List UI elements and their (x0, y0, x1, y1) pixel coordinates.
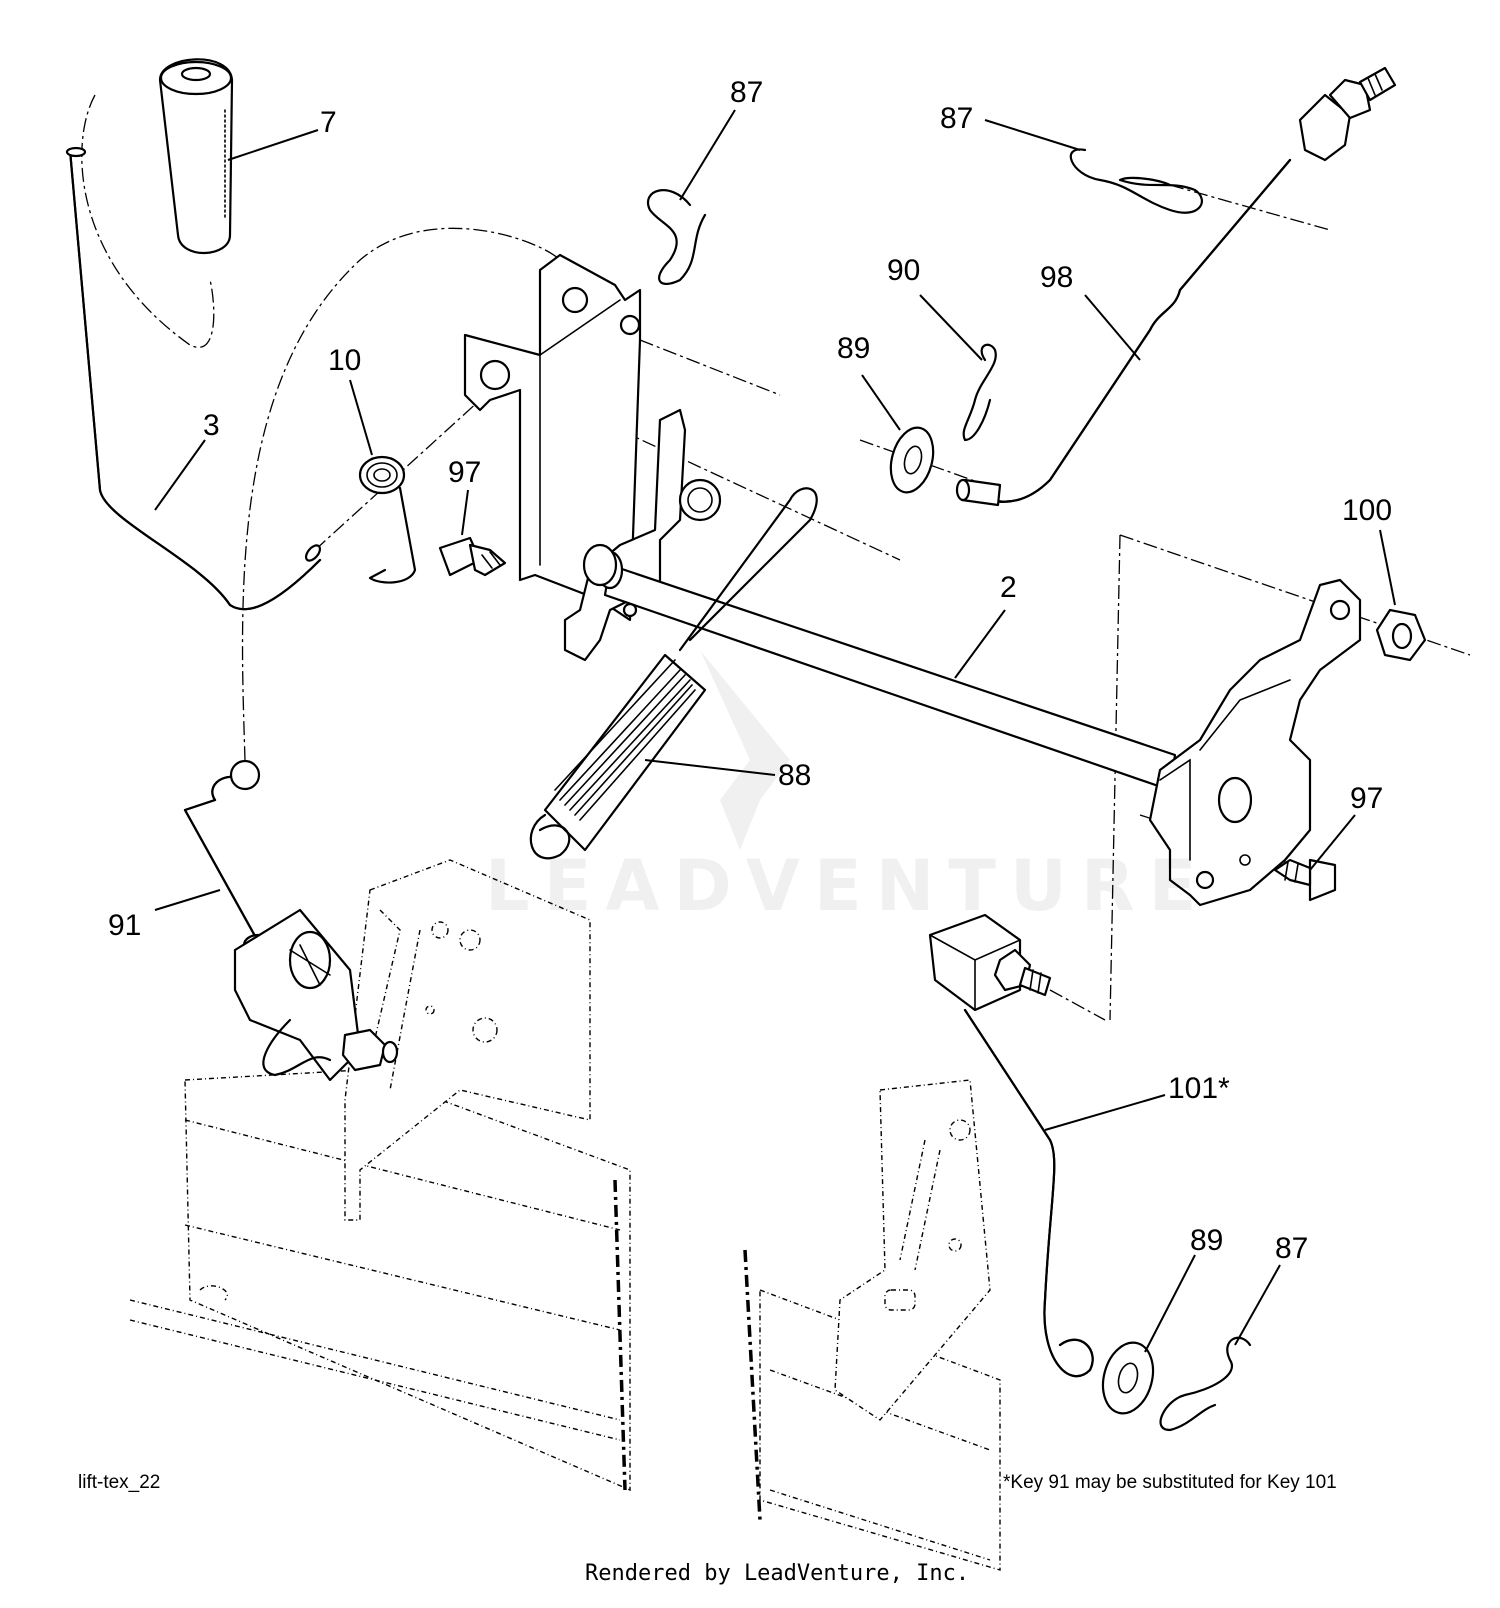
bolt-97-right (1273, 858, 1337, 902)
callout-100: 100 (1342, 494, 1392, 527)
right-lift-arm (1148, 578, 1362, 907)
clip-87-top-right (1069, 148, 1203, 214)
clip-87-bottom (1159, 1336, 1252, 1432)
clip-87-top-center (647, 189, 707, 285)
callout-2: 2 (1000, 571, 1017, 604)
washer-89-top (889, 426, 935, 494)
watermark-logo: LEADVENTURE (485, 650, 1211, 927)
rendered-by: Rendered by LeadVenture, Inc. (585, 1561, 969, 1586)
nut-100 (1375, 608, 1427, 662)
callout-89-bottom: 89 (1190, 1224, 1223, 1257)
callout-97-left: 97 (448, 456, 481, 489)
lift-lever-3 (65, 146, 322, 611)
bolt-97-left (438, 536, 507, 577)
watermark-text: LEADVENTURE (485, 845, 1211, 927)
clip-90 (962, 343, 997, 442)
right-deck-bracket (834, 1079, 991, 1421)
callout-90: 90 (887, 254, 920, 287)
main-bracket (463, 253, 642, 622)
torsion-spring-10 (358, 455, 417, 584)
extension-spring-88 (529, 487, 818, 860)
assembly-path-lever-arc (241, 227, 561, 761)
assembly-path-bracket (639, 339, 781, 396)
callout-101: 101* (1168, 1072, 1230, 1105)
left-deck-ghost (129, 1069, 631, 1492)
rod-98 (955, 66, 1397, 507)
callout-98: 98 (1040, 261, 1073, 294)
callout-3: 3 (203, 409, 220, 442)
callout-89-top: 89 (837, 332, 870, 365)
left-deck-bracket (344, 859, 591, 1221)
washer-89-bottom (1101, 1341, 1155, 1415)
assembly-path-lever (81, 94, 215, 348)
link-101 (928, 913, 1094, 1378)
callout-88: 88 (778, 759, 811, 792)
link-91 (183, 759, 399, 1082)
figure-code: lift-tex_22 (78, 1472, 160, 1493)
callout-87-bottom: 87 (1275, 1232, 1308, 1265)
callout-10: 10 (328, 344, 361, 377)
callout-87-top-right: 87 (940, 102, 973, 135)
grip-7 (158, 58, 234, 255)
callout-91: 91 (108, 909, 141, 942)
callout-97-right: 97 (1350, 782, 1383, 815)
callout-7: 7 (320, 106, 337, 139)
footnote: *Key 91 may be substituted for Key 101 (1003, 1472, 1337, 1493)
callout-87-top-center: 87 (730, 76, 763, 109)
callout-leaders (154, 109, 1396, 1353)
